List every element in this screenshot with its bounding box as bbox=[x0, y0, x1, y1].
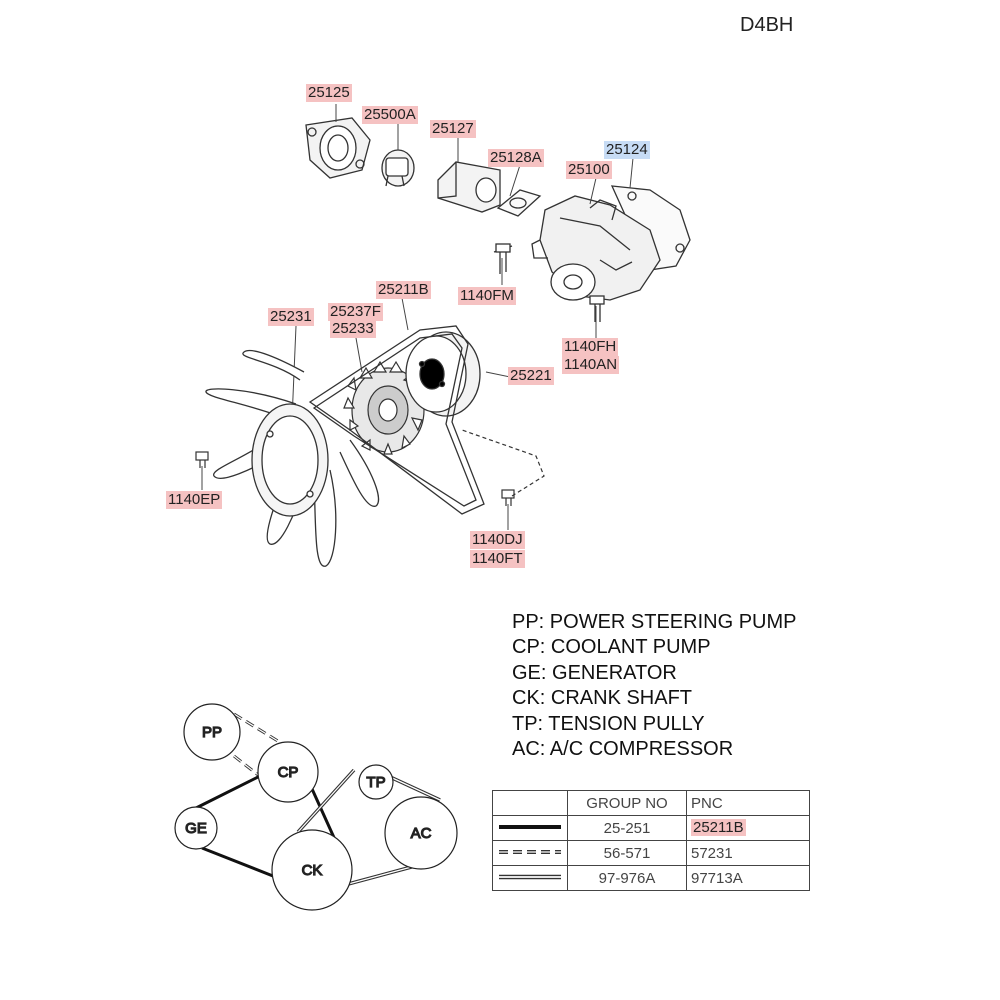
pulley-tp bbox=[358, 764, 394, 800]
bolt-1140ep bbox=[195, 451, 209, 468]
part-label-1140ft[interactable]: 1140FT bbox=[470, 550, 525, 568]
pulley-ge bbox=[174, 806, 218, 850]
pnc-cell[interactable]: 97713A bbox=[686, 865, 810, 891]
pulley-label-ge: GE bbox=[185, 820, 207, 837]
part-label-25127[interactable]: 25127 bbox=[430, 120, 476, 138]
part-label-1140an[interactable]: 1140AN bbox=[562, 356, 620, 374]
pulley-label-tp: TP bbox=[366, 774, 385, 791]
part-label-25211b[interactable]: 25211B bbox=[376, 281, 431, 299]
group-no-cell: 25-251 bbox=[567, 815, 687, 841]
header-pnc: PNC bbox=[686, 790, 810, 816]
thermostat-cover-part bbox=[437, 161, 501, 213]
bolt-1140dj bbox=[461, 429, 545, 506]
part-label-25124[interactable]: 25124 bbox=[604, 141, 650, 159]
pulley-cp bbox=[257, 741, 319, 803]
fan-clutch-part bbox=[343, 360, 425, 455]
pulley-label-pp: PP bbox=[202, 724, 222, 741]
pnc-value-highlighted[interactable]: 25211B bbox=[691, 819, 746, 836]
header-line-style bbox=[492, 790, 568, 816]
pulley-label-cp: CP bbox=[278, 764, 299, 781]
pulley-ac bbox=[384, 796, 458, 870]
thermostat-part bbox=[381, 149, 415, 187]
line-style-double-swatch bbox=[492, 865, 568, 891]
part-label-25128a[interactable]: 25128A bbox=[488, 149, 544, 167]
v-belt-part bbox=[308, 325, 485, 515]
legend-item-tp: TP: TENSION PULLY bbox=[512, 712, 705, 735]
table-header-row: GROUP NO PNC bbox=[492, 790, 810, 816]
group-no-cell: 97-976A bbox=[567, 865, 687, 891]
bolt-1140fh bbox=[589, 295, 605, 322]
part-label-25221[interactable]: 25221 bbox=[508, 367, 554, 385]
legend-item-ck: CK: CRANK SHAFT bbox=[512, 687, 693, 710]
model-code: D4BH bbox=[740, 14, 794, 36]
line-style-dashed-swatch bbox=[492, 840, 568, 866]
part-label-25100[interactable]: 25100 bbox=[566, 161, 612, 179]
part-label-25233[interactable]: 25233 bbox=[330, 320, 376, 338]
group-no-cell: 56-571 bbox=[567, 840, 687, 866]
part-label-1140ep[interactable]: 1140EP bbox=[166, 491, 223, 509]
part-label-1140fh[interactable]: 1140FH bbox=[562, 338, 619, 356]
pnc-cell[interactable]: 25211B bbox=[686, 815, 810, 841]
fan-pulley-part bbox=[405, 331, 481, 417]
bolt-1140fm bbox=[493, 243, 513, 274]
part-label-25231[interactable]: 25231 bbox=[268, 308, 314, 326]
part-label-1140dj[interactable]: 1140DJ bbox=[470, 531, 525, 549]
abbreviation-legend: PP: POWER STEERING PUMP CP: COOLANT PUMP… bbox=[512, 610, 796, 762]
part-label-1140fm[interactable]: 1140FM bbox=[458, 287, 516, 305]
pulley-label-ck: CK bbox=[302, 862, 323, 879]
part-label-25237f[interactable]: 25237F bbox=[328, 303, 383, 321]
legend-item-ac: AC: A/C COMPRESSOR bbox=[512, 738, 734, 761]
cooling-fan-part bbox=[205, 350, 380, 567]
pulley-label-ac: AC bbox=[411, 825, 432, 842]
pulley-ck bbox=[271, 829, 353, 911]
water-pump-part bbox=[531, 185, 691, 301]
line-style-solid-swatch bbox=[492, 815, 568, 841]
table-row: 56-571 57231 bbox=[492, 840, 810, 866]
table-row: 25-251 25211B bbox=[492, 815, 810, 841]
gasket-part bbox=[496, 189, 542, 217]
belt-pnc-table: GROUP NO PNC 25-251 25211B 56-571 57231 … bbox=[492, 790, 810, 891]
legend-item-ge: GE: GENERATOR bbox=[512, 661, 677, 684]
legend-item-cp: CP: COOLANT PUMP bbox=[512, 636, 711, 659]
legend-item-pp: PP: POWER STEERING PUMP bbox=[512, 611, 797, 633]
part-label-25500a[interactable]: 25500A bbox=[362, 106, 418, 124]
pulley-pp bbox=[183, 703, 241, 761]
belt-routing-schematic: PP CP GE CK TP AC bbox=[174, 703, 458, 911]
header-group-no: GROUP NO bbox=[567, 790, 687, 816]
table-row: 97-976A 97713A bbox=[492, 865, 810, 891]
thermostat-housing-part bbox=[305, 117, 371, 179]
pnc-cell[interactable]: 57231 bbox=[686, 840, 810, 866]
part-label-25125[interactable]: 25125 bbox=[306, 84, 352, 102]
